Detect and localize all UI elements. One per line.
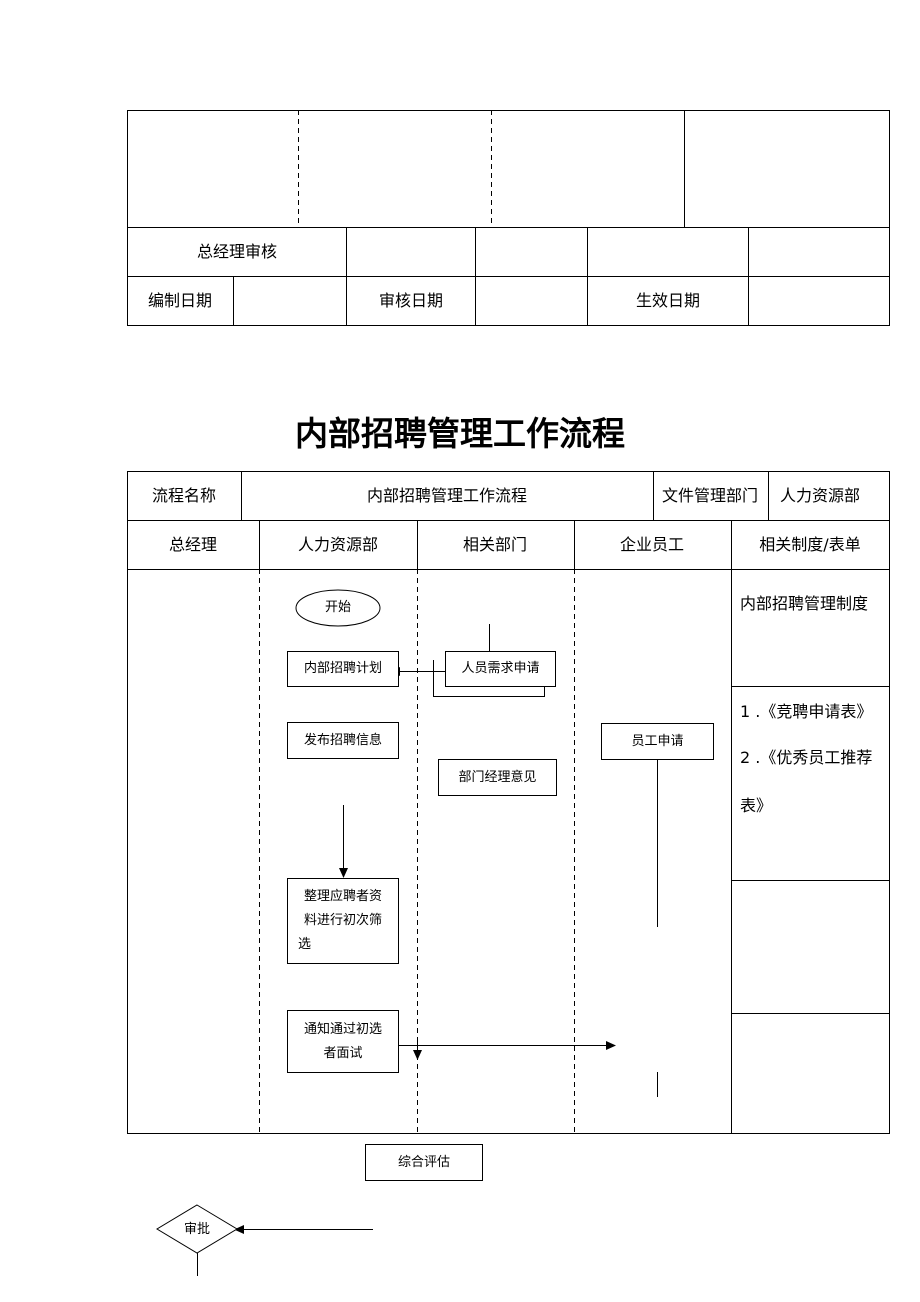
review-date-label: 审核日期 (378, 291, 444, 310)
node-staff-request: 人员需求申请 (445, 651, 556, 687)
gm-review-label: 总经理审核 (196, 242, 278, 261)
form-application: 1 .《竞聘申请表》 (740, 702, 873, 721)
node-notify-interview: 通知通过初选者面试 (287, 1010, 399, 1073)
column-header-forms: 相关制度/表单 (759, 535, 861, 554)
start-label: 开始 (324, 600, 352, 615)
compile-date-label: 编制日期 (147, 291, 213, 310)
node-employee-apply: 员工申请 (601, 723, 714, 760)
top-table-border (127, 110, 890, 326)
column-header-related-dept: 相关部门 (462, 535, 528, 554)
node-manager-opinion: 部门经理意见 (438, 759, 557, 796)
column-header-employee: 企业员工 (619, 535, 685, 554)
page-title: 内部招聘管理工作流程 (295, 414, 625, 453)
node-publish-info: 发布招聘信息 (287, 722, 399, 759)
column-header-gm: 总经理 (168, 535, 218, 554)
effective-date-label: 生效日期 (635, 291, 701, 310)
node-evaluate: 综合评估 (365, 1144, 483, 1181)
form-internal-policy: 内部招聘管理制度 (740, 594, 869, 613)
process-name-value: 内部招聘管理工作流程 (366, 486, 528, 505)
column-header-hr: 人力资源部 (297, 535, 379, 554)
form-recommendation: 2 .《优秀员工推荐表》 (740, 748, 873, 815)
dept-value: 人力资源部 (779, 486, 861, 505)
process-name-label: 流程名称 (151, 486, 217, 505)
node-screen-applicants: 整理应聘者资料进行初次筛选 (287, 878, 399, 964)
dept-label: 文件管理部门 (661, 486, 759, 505)
process-table-border (127, 471, 890, 1134)
approve-label: 审批 (183, 1222, 211, 1237)
node-recruit-plan: 内部招聘计划 (287, 651, 399, 687)
approve-diamond (156, 1204, 238, 1254)
start-terminal (295, 589, 381, 627)
